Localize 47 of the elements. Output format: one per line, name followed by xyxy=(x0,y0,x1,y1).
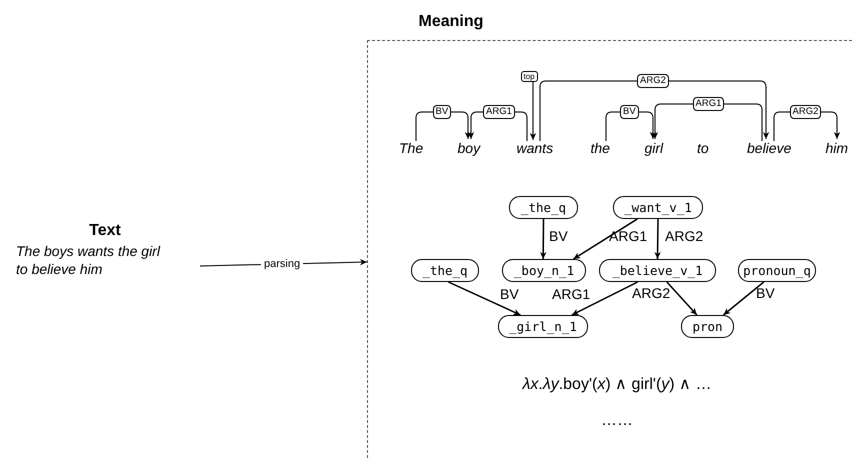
graph-node: pron xyxy=(681,315,734,338)
heading: Meaning xyxy=(418,13,484,31)
arrow xyxy=(666,282,698,316)
arrow xyxy=(540,80,770,142)
graph-node: _girl_n_1 xyxy=(498,315,588,338)
node-label: top xyxy=(520,71,538,82)
ellipsis: …… xyxy=(601,412,633,430)
arrow xyxy=(722,281,764,316)
arrow xyxy=(571,281,638,316)
edge-label: ARG1 xyxy=(609,228,648,244)
arrow xyxy=(540,219,546,259)
word: the xyxy=(590,140,610,156)
graph-node: _believe_v_1 xyxy=(599,259,716,282)
edge-label: ARG1 xyxy=(552,286,590,302)
arrow xyxy=(573,218,638,260)
arrow xyxy=(416,112,472,142)
edge-label: BV xyxy=(500,286,519,302)
graph-node: _boy_n_1 xyxy=(502,259,586,282)
edge-label: ARG1 xyxy=(692,97,724,111)
arrow xyxy=(654,218,661,260)
arrow xyxy=(606,112,656,142)
word: The xyxy=(399,140,424,156)
edge-label: BV xyxy=(756,285,775,301)
graph-node: _want_v_1 xyxy=(613,196,703,219)
edge-label: ARG2 xyxy=(637,74,669,88)
word: boy xyxy=(458,140,480,156)
graph-node: _the_q xyxy=(411,259,479,282)
edge-label: ARG2 xyxy=(665,228,704,244)
graph-node: pronoun_q xyxy=(738,259,816,282)
word: to xyxy=(697,140,709,156)
edge-label: BV xyxy=(620,105,639,119)
heading: Text xyxy=(89,222,121,240)
edge-label: ARG2 xyxy=(790,105,822,119)
edge-label: BV xyxy=(549,228,568,244)
arrow xyxy=(530,82,536,140)
sentence: The boys wants the girl to believe him xyxy=(16,242,162,278)
edge-label: ARG1 xyxy=(483,105,515,119)
word: wants xyxy=(516,140,554,156)
arrow xyxy=(448,281,521,316)
word: him xyxy=(826,140,848,156)
word: believe xyxy=(747,140,792,156)
edge-label: ARG2 xyxy=(632,285,670,301)
graph-node: _the_q xyxy=(509,196,578,219)
edge-label: parsing xyxy=(261,258,304,270)
formula: λx.λy.boy'(x) ∧ girl'(y) ∧ … xyxy=(522,375,712,394)
edge-label: BV xyxy=(432,105,452,119)
word: girl xyxy=(644,140,664,156)
